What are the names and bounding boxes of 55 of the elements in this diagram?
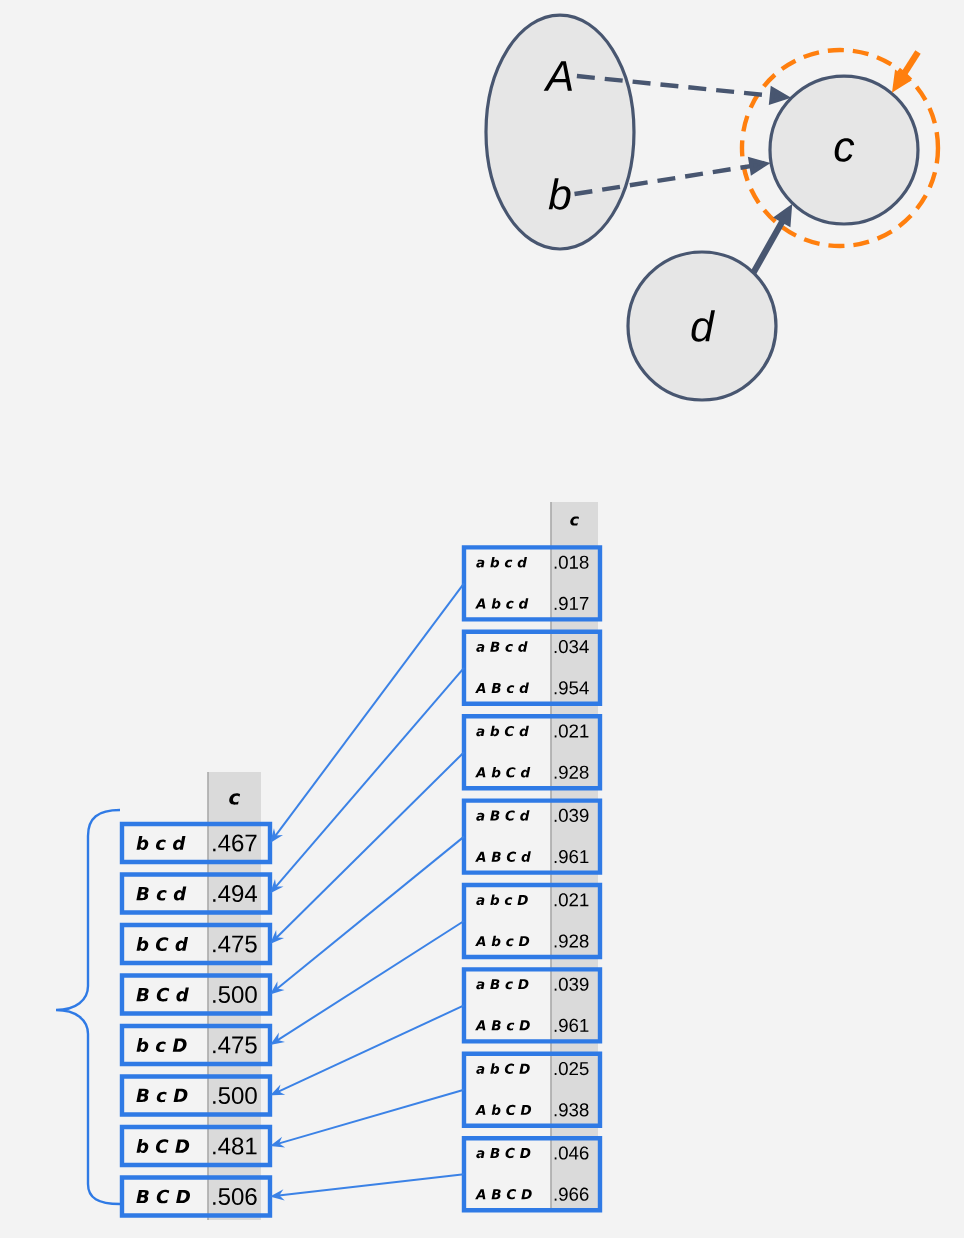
table-block <box>461 1136 603 1213</box>
probability-value: .481 <box>213 1137 257 1155</box>
table-row <box>119 973 273 1016</box>
ellipse <box>484 13 636 251</box>
table-row <box>119 821 273 865</box>
table-row <box>119 872 273 915</box>
probability-value: .917 <box>554 596 589 610</box>
probability-value: .928 <box>554 765 589 779</box>
table-row <box>119 1124 273 1168</box>
probability-value: .034 <box>554 640 589 654</box>
table-block <box>461 545 603 622</box>
row-label: b c d <box>136 835 186 850</box>
probability-value: .494 <box>213 885 257 902</box>
table-block <box>461 1051 603 1128</box>
probability-value: .046 <box>554 1146 589 1160</box>
probability-value: .021 <box>554 724 589 738</box>
table-block <box>461 798 603 875</box>
probability-value: .475 <box>213 1036 257 1054</box>
probability-value: .021 <box>554 893 589 907</box>
row-label: B c d <box>136 886 187 901</box>
probability-value: .039 <box>554 977 589 991</box>
table-block <box>461 882 603 960</box>
row-label: B c D <box>136 1088 188 1103</box>
probability-value: .500 <box>213 986 257 1003</box>
column-header: c <box>570 516 579 526</box>
probability-value: .039 <box>554 808 589 822</box>
probability-value: .961 <box>554 850 589 864</box>
probability-value: .966 <box>554 1187 589 1201</box>
table-row <box>119 1023 273 1067</box>
table-row <box>119 1175 273 1218</box>
probability-value: .500 <box>213 1087 257 1104</box>
variable-label: b <box>548 178 571 210</box>
variable-label: A <box>543 61 572 91</box>
table-block <box>461 629 603 706</box>
row-label: b C d <box>136 936 189 951</box>
column-header: c <box>229 793 241 805</box>
table-block <box>461 714 603 791</box>
probability-value: .938 <box>554 1103 589 1117</box>
row-label: b c D <box>136 1037 187 1052</box>
arrow <box>270 751 465 944</box>
table-block <box>461 967 603 1044</box>
probability-value: .467 <box>213 834 257 852</box>
probability-value: .506 <box>213 1188 257 1205</box>
table-row <box>119 1074 273 1117</box>
probability-value: .475 <box>213 935 257 953</box>
row-label: B C d <box>136 987 189 1002</box>
probability-value: .961 <box>554 1018 589 1032</box>
row-label: B C D <box>136 1189 190 1204</box>
probability-value: .954 <box>554 681 589 695</box>
probability-value: .025 <box>554 1062 589 1076</box>
row-label: b C D <box>136 1138 190 1153</box>
dashed-circle <box>739 47 941 249</box>
table-row <box>119 922 273 966</box>
probability-value: .928 <box>554 934 589 948</box>
probability-value: .018 <box>554 555 589 569</box>
